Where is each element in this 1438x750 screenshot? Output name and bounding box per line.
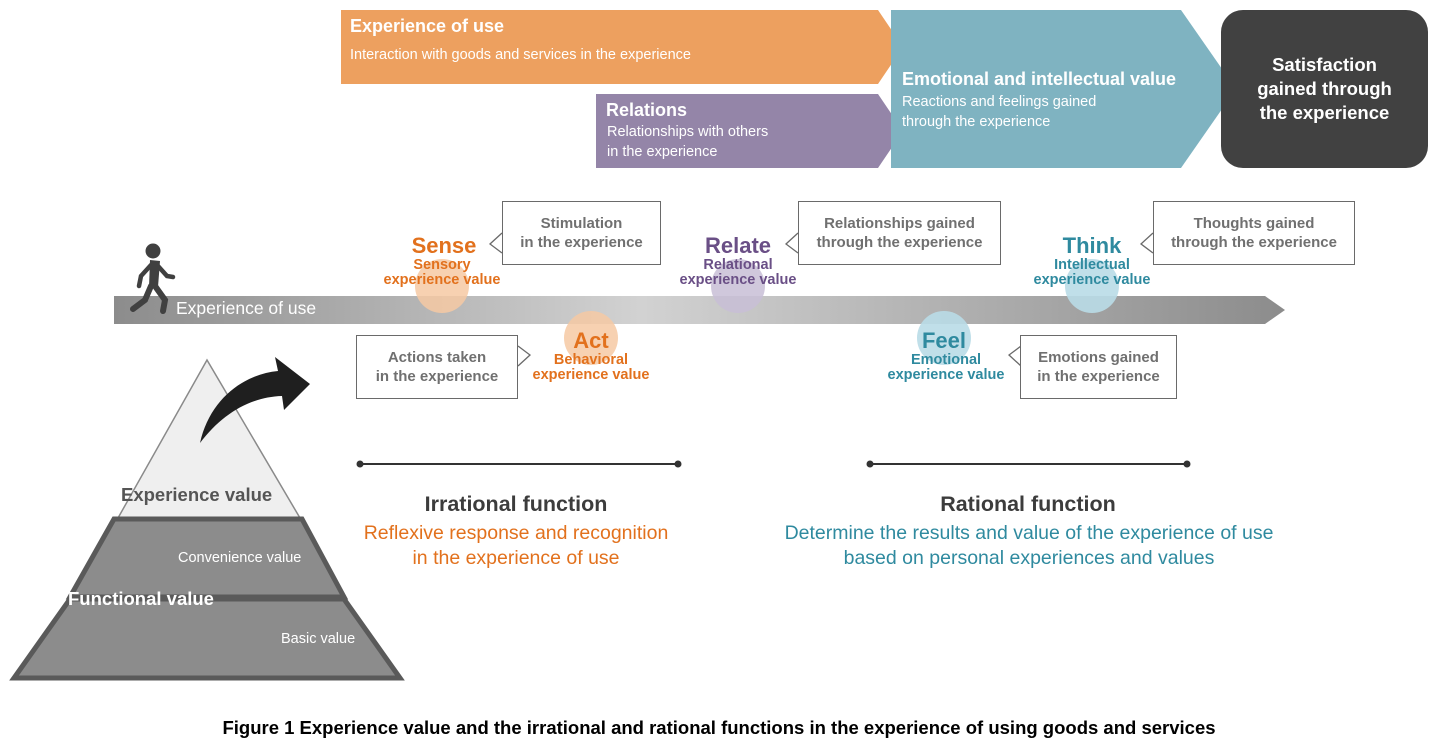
callout-think: Thoughts gained through the experience — [1153, 201, 1355, 265]
walking-person-icon — [130, 243, 176, 314]
relations-bar — [596, 94, 903, 168]
act-word: Act — [573, 328, 609, 353]
act-sub: Behavioral experience value — [521, 353, 661, 383]
rational-function-line — [866, 460, 1191, 468]
emotional-intellectual-bar — [891, 10, 1236, 168]
emotional-intellectual-desc-line: through the experience — [902, 114, 1051, 130]
callout-line: through the experience — [1171, 234, 1337, 251]
satisfaction-text: Satisfaction gained through the experien… — [1240, 53, 1410, 125]
sense-sub-line: Sensory — [413, 257, 471, 273]
relate-sub-line: Relational — [703, 257, 773, 273]
convenience-value-label: Convenience value — [178, 550, 302, 566]
rational-function-desc: Determine the results and value of the e… — [740, 521, 1318, 571]
act-sub-line: Behavioral — [553, 352, 629, 368]
feel-word: Feel — [921, 328, 967, 353]
curved-arrow-icon — [200, 357, 310, 443]
act-sub-line: experience value — [532, 367, 650, 383]
irrational-function-line — [356, 460, 682, 468]
callout-line: Actions taken — [387, 349, 487, 366]
irrational-desc-line: in the experience of use — [412, 547, 620, 569]
callout-line: in the experience — [1037, 368, 1160, 385]
sense-sub-line: experience value — [383, 272, 501, 288]
experience-of-use-bar — [341, 10, 903, 84]
satisfaction-line: the experience — [1259, 102, 1390, 123]
callout-line: Emotions gained — [1038, 349, 1159, 366]
relate-circle — [711, 259, 765, 313]
relate-word: Relate — [704, 233, 772, 258]
satisfaction-box: Satisfaction gained through the experien… — [1221, 10, 1428, 168]
pyramid-basic-layer — [9, 596, 405, 681]
relations-desc: Relationships with others in the experie… — [607, 122, 768, 162]
relations-desc-line: Relationships with others — [607, 124, 769, 140]
emotional-intellectual-desc: Reactions and feelings gained through th… — [902, 92, 1096, 132]
callout-pointers — [488, 232, 1154, 367]
callout-line: through the experience — [816, 234, 983, 251]
experience-value-label: Experience value — [121, 484, 273, 505]
figure-caption: Figure 1 Experience value and the irrati… — [222, 717, 1216, 738]
callout-relate: Relationships gained through the experien… — [798, 201, 1001, 265]
think-word: Think — [1062, 233, 1122, 258]
relate-sub-line: experience value — [679, 272, 797, 288]
callout-line: Stimulation — [540, 215, 623, 232]
sense-circle — [415, 259, 469, 313]
think-sub-line: Intellectual — [1054, 257, 1130, 273]
timeline-label: Experience of use — [176, 298, 317, 318]
emotional-intellectual-title: Emotional and intellectual value — [902, 69, 1177, 89]
irrational-desc-line: Reflexive response and recognition — [363, 522, 669, 544]
think-circle — [1065, 259, 1119, 313]
sense-word: Sense — [411, 233, 477, 258]
irrational-function-title: Irrational function — [424, 492, 608, 516]
experience-of-use-desc: Interaction with goods and services in t… — [350, 47, 691, 63]
act-circle — [564, 311, 618, 365]
experience-of-use-title: Experience of use — [350, 16, 505, 36]
rational-desc-line: Determine the results and value of the e… — [784, 522, 1274, 544]
basic-value-label: Basic value — [281, 631, 356, 647]
satisfaction-line: Satisfaction — [1272, 54, 1377, 75]
relate-sub: Relational experience value — [668, 258, 808, 288]
rational-function-title: Rational function — [940, 492, 1116, 516]
satisfaction-line: gained through — [1257, 78, 1392, 99]
think-sub-line: experience value — [1033, 272, 1151, 288]
sense-sub: Sensory experience value — [372, 258, 512, 288]
experience-timeline-arrow — [114, 296, 1285, 324]
callout-sense: Stimulation in the experience — [502, 201, 661, 265]
relations-desc-line: in the experience — [607, 144, 718, 160]
callout-feel: Emotions gained in the experience — [1020, 335, 1177, 399]
feel-sub-line: Emotional — [910, 352, 982, 368]
feel-circle — [917, 311, 971, 365]
think-sub: Intellectual experience value — [1022, 258, 1162, 288]
functional-value-label: Functional value — [68, 588, 214, 609]
callout-act: Actions taken in the experience — [356, 335, 518, 399]
emotional-intellectual-desc-line: Reactions and feelings gained — [902, 94, 1097, 110]
irrational-function-desc: Reflexive response and recognition in th… — [316, 521, 716, 571]
callout-line: Relationships gained — [824, 215, 975, 232]
callout-line: in the experience — [520, 234, 643, 251]
rational-desc-line: based on personal experiences and values — [843, 547, 1215, 569]
callout-line: Thoughts gained — [1193, 215, 1315, 232]
callout-line: in the experience — [375, 368, 499, 385]
relations-title: Relations — [606, 100, 688, 120]
feel-sub-line: experience value — [887, 367, 1005, 383]
feel-sub: Emotional experience value — [876, 353, 1016, 383]
